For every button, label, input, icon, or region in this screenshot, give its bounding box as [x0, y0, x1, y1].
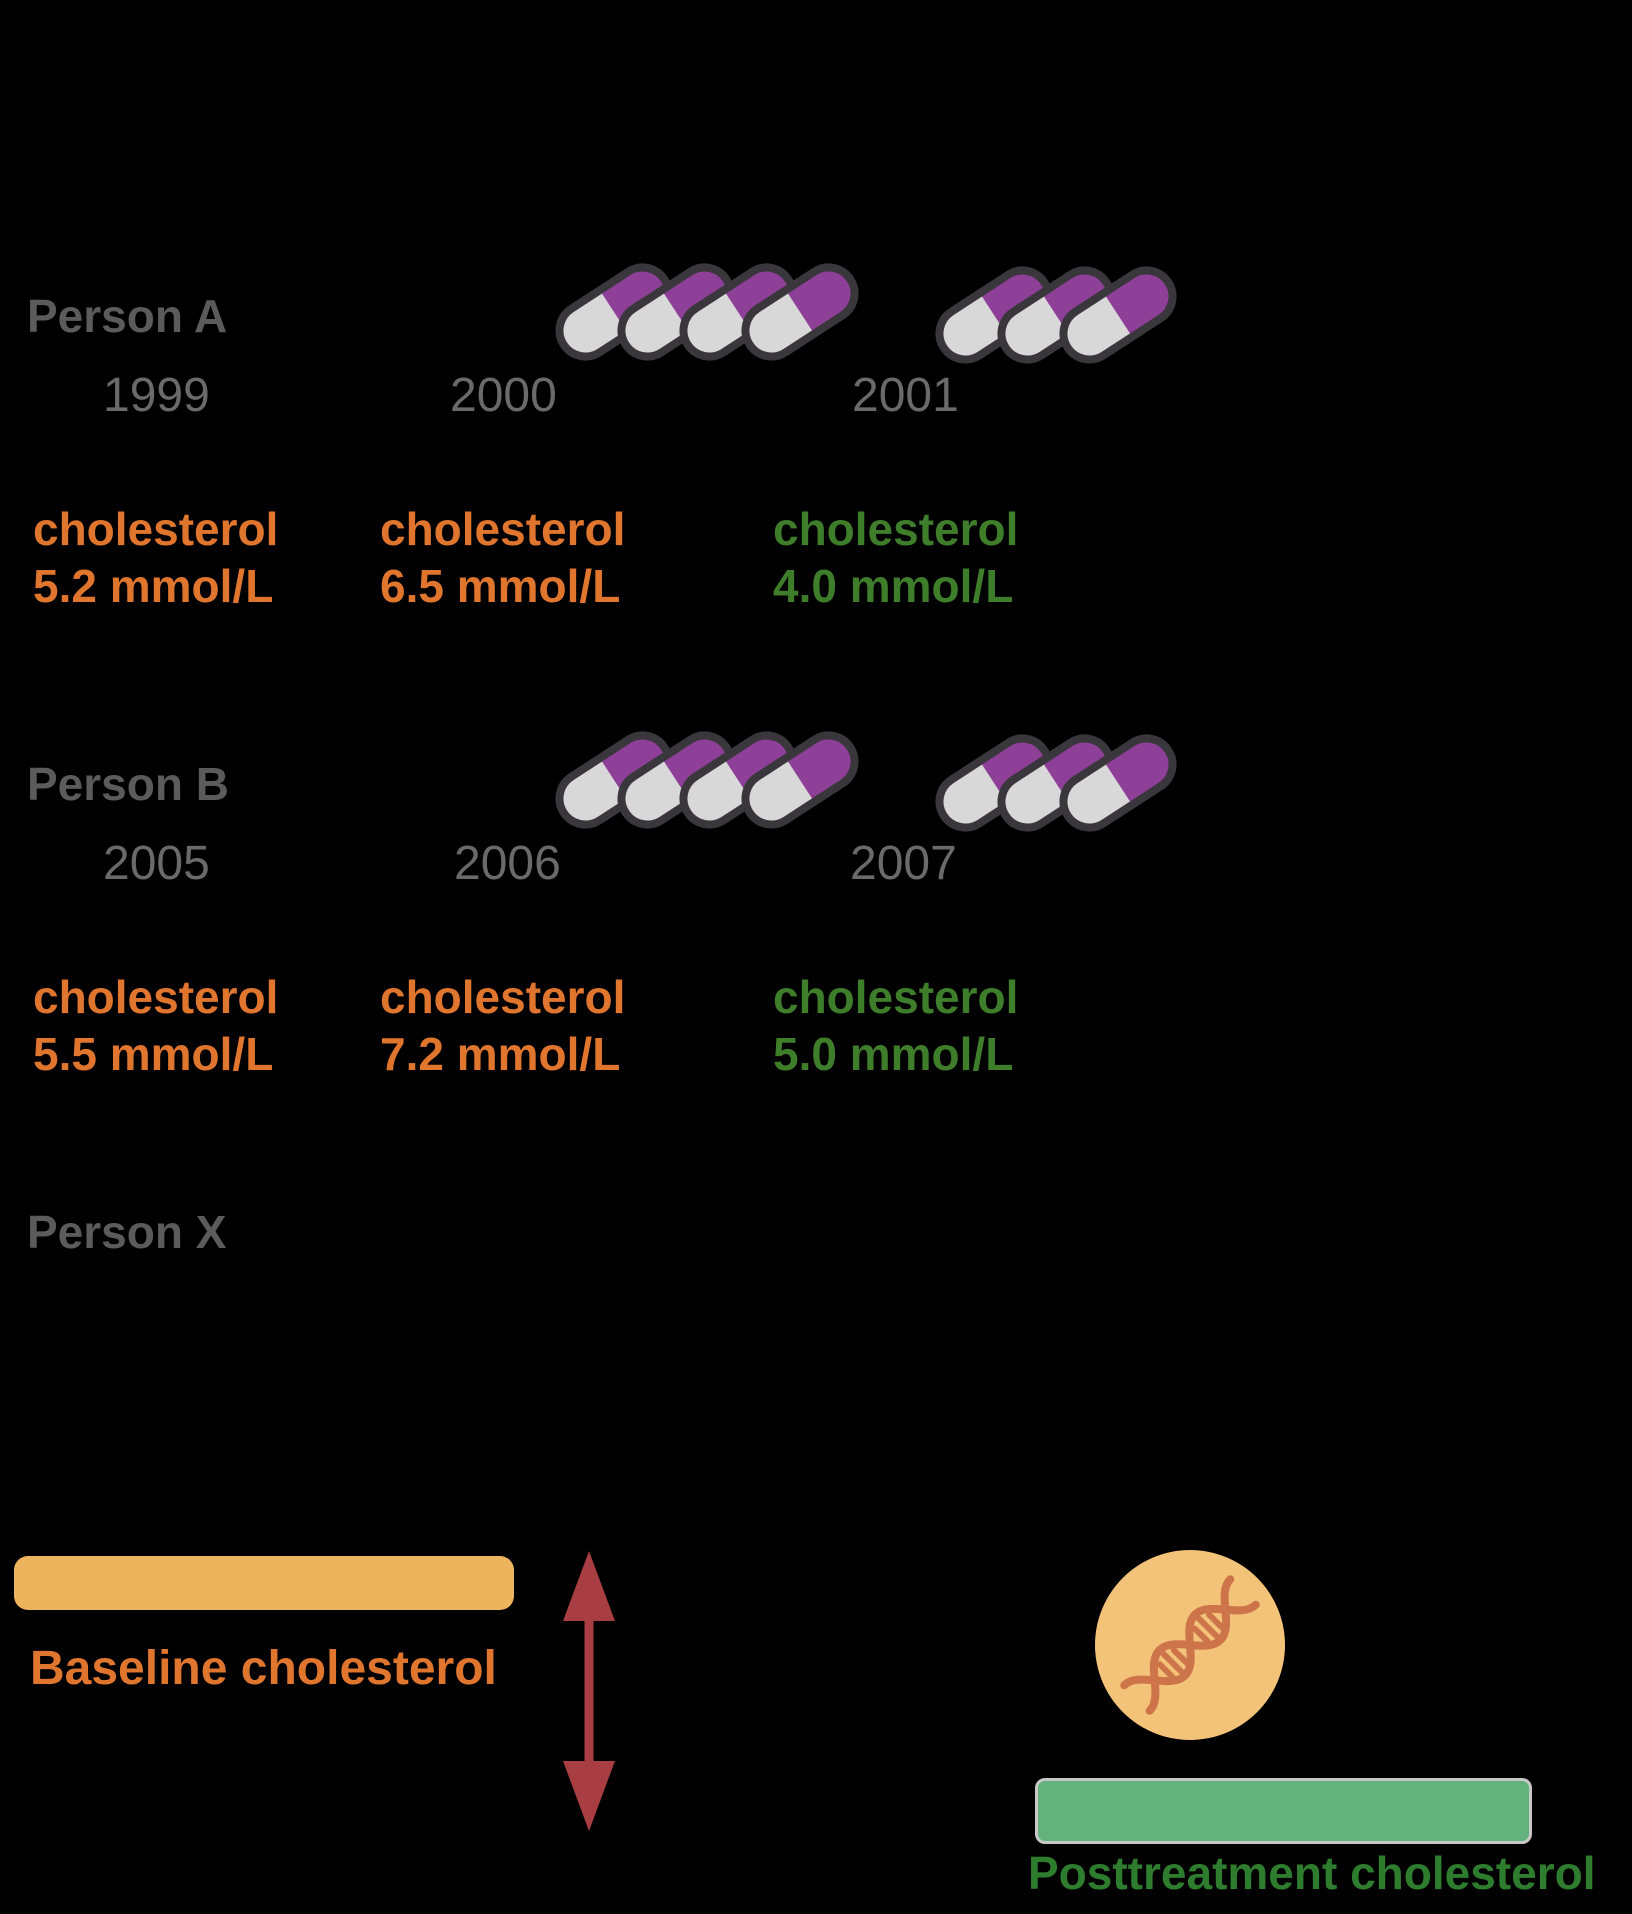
cholesterol-value: 7.2 mmol/L — [380, 1028, 621, 1080]
cholesterol-label: cholesterol — [33, 971, 279, 1023]
cholesterol-value: 5.5 mmol/L — [33, 1028, 274, 1080]
person-b-measurement-2006: cholesterol 7.2 mmol/L — [380, 969, 625, 1083]
baseline-cholesterol-bar — [14, 1556, 514, 1610]
person-a-pill-group-2001 — [928, 259, 1248, 371]
pill-capsule-icon — [935, 734, 1053, 832]
person-a-measurement-2000: cholesterol 6.5 mmol/L — [380, 501, 625, 615]
cholesterol-label: cholesterol — [33, 503, 279, 555]
baseline-cholesterol-label: Baseline cholesterol — [30, 1642, 497, 1695]
cholesterol-label: cholesterol — [773, 503, 1019, 555]
cholesterol-value: 5.2 mmol/L — [33, 560, 274, 612]
person-a-year-2000: 2000 — [450, 369, 557, 422]
cholesterol-label: cholesterol — [773, 971, 1019, 1023]
cholesterol-label: cholesterol — [380, 503, 626, 555]
pill-capsule-icon — [1059, 734, 1177, 832]
person-b-label: Person B — [27, 758, 229, 810]
cholesterol-value: 5.0 mmol/L — [773, 1028, 1014, 1080]
person-b-measurement-2007: cholesterol 5.0 mmol/L — [773, 969, 1018, 1083]
pill-capsule-icon — [1059, 266, 1177, 364]
double-arrow-icon — [563, 1551, 615, 1831]
posttreatment-cholesterol-bar — [1035, 1778, 1532, 1844]
person-a-measurement-1999: cholesterol 5.2 mmol/L — [33, 501, 278, 615]
person-x-label: Person X — [27, 1206, 227, 1258]
person-b-pill-group-2007 — [928, 727, 1248, 839]
person-a-measurement-2001: cholesterol 4.0 mmol/L — [773, 501, 1018, 615]
pill-capsule-icon — [741, 731, 859, 829]
posttreatment-cholesterol-label: Posttreatment cholesterol — [1028, 1847, 1596, 1899]
person-a-year-2001: 2001 — [852, 369, 959, 422]
person-b-pill-group-2006 — [548, 724, 868, 836]
pill-capsule-icon — [741, 263, 859, 361]
dna-circle-icon — [1095, 1550, 1285, 1740]
person-b-year-2006: 2006 — [454, 837, 561, 890]
person-a-label: Person A — [27, 290, 228, 342]
person-a-pill-group-2000 — [548, 256, 868, 368]
person-b-measurement-2005: cholesterol 5.5 mmol/L — [33, 969, 278, 1083]
cholesterol-label: cholesterol — [380, 971, 626, 1023]
person-b-year-2005: 2005 — [103, 837, 210, 890]
person-a-year-1999: 1999 — [103, 369, 210, 422]
person-b-year-2007: 2007 — [850, 837, 957, 890]
cholesterol-value: 4.0 mmol/L — [773, 560, 1014, 612]
cholesterol-value: 6.5 mmol/L — [380, 560, 621, 612]
